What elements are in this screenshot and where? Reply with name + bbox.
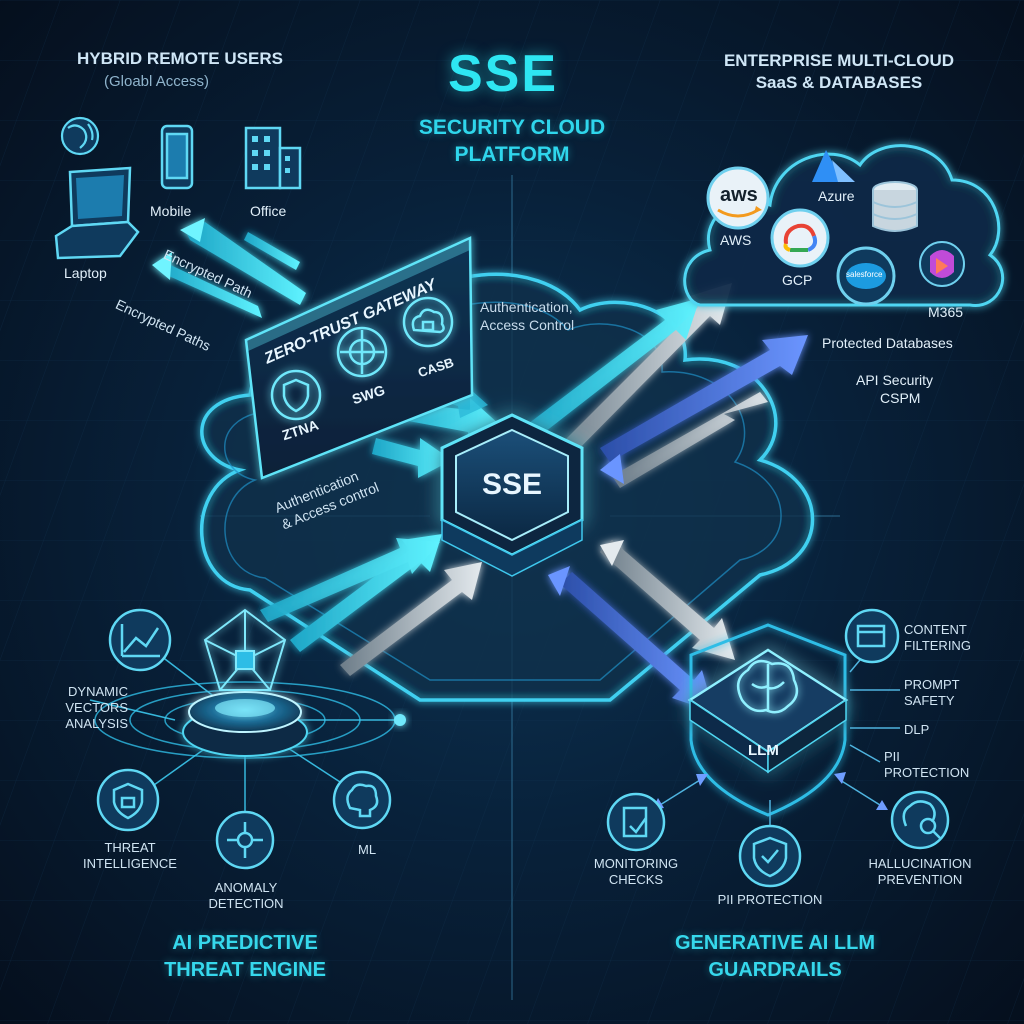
subtitle-line-1: SECURITY CLOUD (418, 116, 606, 139)
cloud-heading-line-2: SaaS & DATABASES (755, 73, 923, 92)
ml-brain-icon (332, 770, 392, 830)
ai-arrows (260, 534, 482, 676)
ai-engine-disc (182, 691, 308, 757)
m365-logo (919, 241, 965, 287)
cloud-heading-line-1: ENTERPRISE MULTI-CLOUD (723, 51, 955, 70)
protected-databases-note: Protected Databases (822, 335, 953, 351)
users-heading: HYBRID REMOTE USERS (77, 49, 283, 68)
monitoring-checklist-icon (606, 792, 666, 852)
label-monitoring-checks: MONITORING CHECKS (593, 856, 679, 887)
llm-shield-backdrop (689, 623, 847, 817)
page-title: SSE (448, 45, 559, 103)
hub-label: SSE (481, 468, 543, 501)
hallucination-brain-icon (890, 790, 950, 850)
salesforce-logo (836, 246, 896, 306)
ai-engine-heading: AI PREDICTIVE THREAT ENGINE (110, 930, 380, 984)
label-mobile: Mobile (150, 203, 192, 219)
llm-arrows (548, 540, 735, 712)
globe-icon-users (60, 116, 100, 156)
llm-brain-icon (736, 659, 799, 714)
anomaly-network-icon (215, 810, 275, 870)
label-anomaly-detection: ANOMALY DETECTION (208, 880, 284, 911)
auth-access-note: Authentication, Access Control (480, 298, 574, 334)
chart-icon (108, 608, 172, 672)
llm-heading-line-1: GENERATIVE AI LLM (675, 932, 875, 954)
llm-heading: GENERATIVE AI LLM GUARDRAILS (640, 930, 910, 984)
cloud-heading: ENTERPRISE MULTI-CLOUD SaaS & DATABASES (674, 50, 1004, 94)
label-pii-protection-bottom: PII PROTECTION (717, 892, 823, 907)
users-subheading: (Gloabl Access) (104, 73, 210, 90)
auth-note-line-2: Access Control (480, 317, 575, 333)
api-security-note: API Security (856, 372, 934, 388)
label-pii-protection-right: PII PROTECTION (884, 749, 970, 780)
user-arrows (152, 218, 306, 318)
label-gcp: GCP (782, 272, 813, 288)
cloud-arrows (520, 283, 808, 488)
subtitle-line-2: PLATFORM (454, 143, 570, 166)
llm-heading-line-2: GUARDRAILS (708, 959, 842, 981)
building-icon (244, 126, 302, 190)
label-ml: ML (358, 842, 377, 857)
laptop-icon (54, 166, 140, 260)
label-threat-intelligence: THREAT INTELLIGENCE (83, 840, 177, 871)
ztna-icon (270, 369, 322, 421)
llm-label: LLM (748, 742, 779, 759)
label-content-filtering: CONTENT FILTERING (904, 622, 971, 653)
ai-network-icon (203, 608, 287, 691)
page-subtitle: SECURITY CLOUD PLATFORM (380, 114, 644, 168)
guardrail-connectors (659, 647, 900, 830)
label-dlp: DLP (904, 722, 930, 737)
threat-shield-icon (96, 768, 160, 832)
smartphone-icon (160, 124, 194, 190)
label-office: Office (250, 203, 287, 219)
ai-heading-line-1: AI PREDICTIVE (172, 932, 318, 954)
salesforce-logo-text: salesforce (846, 270, 883, 279)
label-dynamic-vectors: DYNAMIC VECTORS ANALYSIS (65, 684, 128, 731)
gcp-logo (770, 208, 830, 268)
azure-logo (812, 150, 855, 182)
ai-heading-line-2: THREAT ENGINE (164, 959, 326, 981)
label-hallucination-prevention: HALLUCINATION PREVENTION (868, 856, 972, 887)
pii-shield-check-icon (738, 824, 802, 888)
label-laptop: Laptop (64, 265, 107, 281)
auth-note-line-1: Authentication, (480, 299, 573, 315)
label-m365: M365 (928, 304, 964, 320)
aws-logo (706, 166, 770, 230)
sse-hub-face (455, 428, 569, 542)
cspm-note: CSPM (880, 390, 921, 406)
content-filter-icon (844, 608, 900, 664)
label-aws: AWS (720, 232, 752, 248)
casb-cloud-icon (402, 296, 454, 348)
database-icon (872, 181, 918, 232)
swg-globe-icon (336, 326, 388, 378)
sse-hub-base (441, 518, 583, 577)
aws-logo-text: aws (720, 184, 758, 206)
label-prompt-safety: PROMPT SAFETY (904, 677, 960, 708)
label-azure: Azure (818, 188, 855, 204)
ai-engine-node (394, 714, 406, 726)
